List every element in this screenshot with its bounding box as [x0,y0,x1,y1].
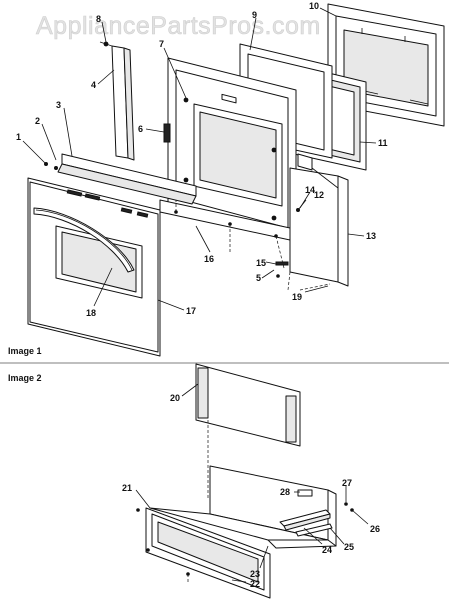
callout-28: 28 [280,487,290,497]
part-13-side-trim [287,167,349,291]
part-7-inner-door-liner [167,57,297,239]
callout-6: 6 [138,124,143,134]
storage-drawer-assembly: 20 21 22 23 24 25 26 27 28 [122,363,380,599]
section-label-image-1: Image 1 [8,346,42,356]
callout-1: 1 [16,132,21,142]
section-label-image-2: Image 2 [8,373,42,383]
callout-25: 25 [344,542,354,552]
part-19-lower-trim [299,283,331,291]
callout-26: 26 [370,524,380,534]
part-1-screws [44,162,58,170]
callout-14: 14 [305,185,315,195]
part-3-top-trim [57,153,197,205]
callout-2: 2 [35,116,40,126]
callout-20: 20 [170,393,180,403]
callout-18: 18 [86,308,96,318]
callout-27: 27 [342,478,352,488]
part-21-drawer-front [145,507,271,599]
callouts-image-1: 1 2 3 4 5 6 7 8 9 10 11 12 13 14 15 16 1… [16,1,388,318]
callout-13: 13 [366,231,376,241]
part-22-screws [136,508,190,584]
part-15-bracket [275,261,289,266]
callout-22: 22 [250,579,260,589]
callout-9: 9 [252,10,257,20]
callout-12: 12 [314,190,324,200]
oven-door-assembly: 1 2 3 4 5 6 7 8 9 10 11 12 13 14 15 16 1… [16,1,445,357]
callout-8: 8 [96,14,101,24]
part-20-rear-panel [195,363,301,500]
callout-16: 16 [204,254,214,264]
part-25-glide [295,523,333,537]
callout-11: 11 [378,138,388,148]
callout-10: 10 [309,1,319,11]
callout-3: 3 [56,100,61,110]
callout-4: 4 [91,80,96,90]
callout-15: 15 [256,258,266,268]
leader-lines-image-2 [135,383,369,583]
callout-7: 7 [159,39,164,49]
part-16-bottom-trim [159,196,291,269]
part-28-bracket [297,489,313,497]
part-24-rail [279,509,331,531]
watermark-text: AppliancePartsPros.com [36,12,321,40]
callout-17: 17 [186,306,196,316]
part-27-screw [344,502,348,506]
callout-5: 5 [256,273,261,283]
callouts-image-2: 20 21 22 23 24 25 26 27 28 [122,393,380,589]
part-5-screw [276,274,280,278]
part-4-hinge-channel [111,45,135,161]
part-6-hinge-bracket [163,123,171,143]
callout-24: 24 [322,545,332,555]
part-17-outer-door-panel [27,177,161,357]
part-18-door-handle [33,207,135,273]
part-12-bracket [297,153,313,171]
callout-19: 19 [292,292,302,302]
part-8-screw [99,41,113,47]
leader-lines-image-1 [22,7,377,311]
callout-21: 21 [122,483,132,493]
callout-23: 23 [250,569,260,579]
